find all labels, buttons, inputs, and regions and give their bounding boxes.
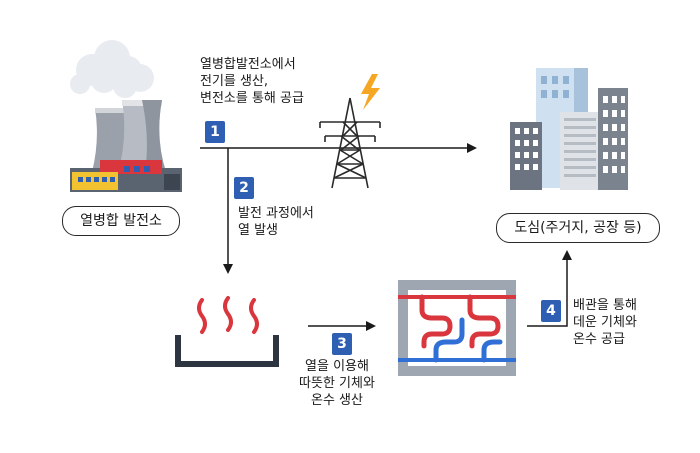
city-buildings-icon (510, 68, 628, 190)
step-2-text: 발전 과정에서 열 발생 (238, 205, 314, 239)
step-3-line-2: 따뜻한 기체와 (299, 376, 375, 391)
step-4-text: 배관을 통해 데운 기체와 온수 공급 (573, 297, 637, 348)
city-label: 도심(주거지, 공장 등) (496, 213, 660, 243)
heat-vessel-icon (175, 296, 279, 367)
heat-exchanger-icon (398, 280, 516, 376)
step-3-line-1: 열을 이용해 (305, 359, 369, 374)
step-2-line-2: 열 발생 (238, 223, 279, 238)
step-4-line-2: 데운 기체와 (573, 315, 637, 330)
transmission-tower-icon (319, 97, 381, 189)
step-1-text: 열병합발전소에서 전기를 생산, 변전소를 통해 공급 (200, 56, 304, 107)
step-1-line-1: 열병합발전소에서 (200, 57, 296, 72)
step-4-badge: 4 (541, 300, 561, 322)
step-4-line-1: 배관을 통해 (573, 298, 637, 313)
step-1-badge: 1 (205, 121, 225, 143)
step-1-line-2: 전기를 생산, (200, 74, 269, 89)
power-plant-icon (70, 40, 182, 192)
step-4-line-3: 온수 공급 (573, 332, 625, 347)
step-1-line-3: 변전소를 통해 공급 (200, 91, 304, 106)
step-3-badge: 3 (332, 333, 352, 355)
step-2-line-1: 발전 과정에서 (238, 206, 314, 221)
arrow-step-4 (527, 250, 572, 327)
plant-label: 열병합 발전소 (62, 206, 180, 236)
lightning-bolt-icon (361, 74, 380, 110)
step-2-badge: 2 (234, 177, 254, 199)
step-3-line-3: 온수 생산 (311, 393, 363, 408)
step-3-text: 열을 이용해 따뜻한 기체와 온수 생산 (286, 358, 388, 409)
